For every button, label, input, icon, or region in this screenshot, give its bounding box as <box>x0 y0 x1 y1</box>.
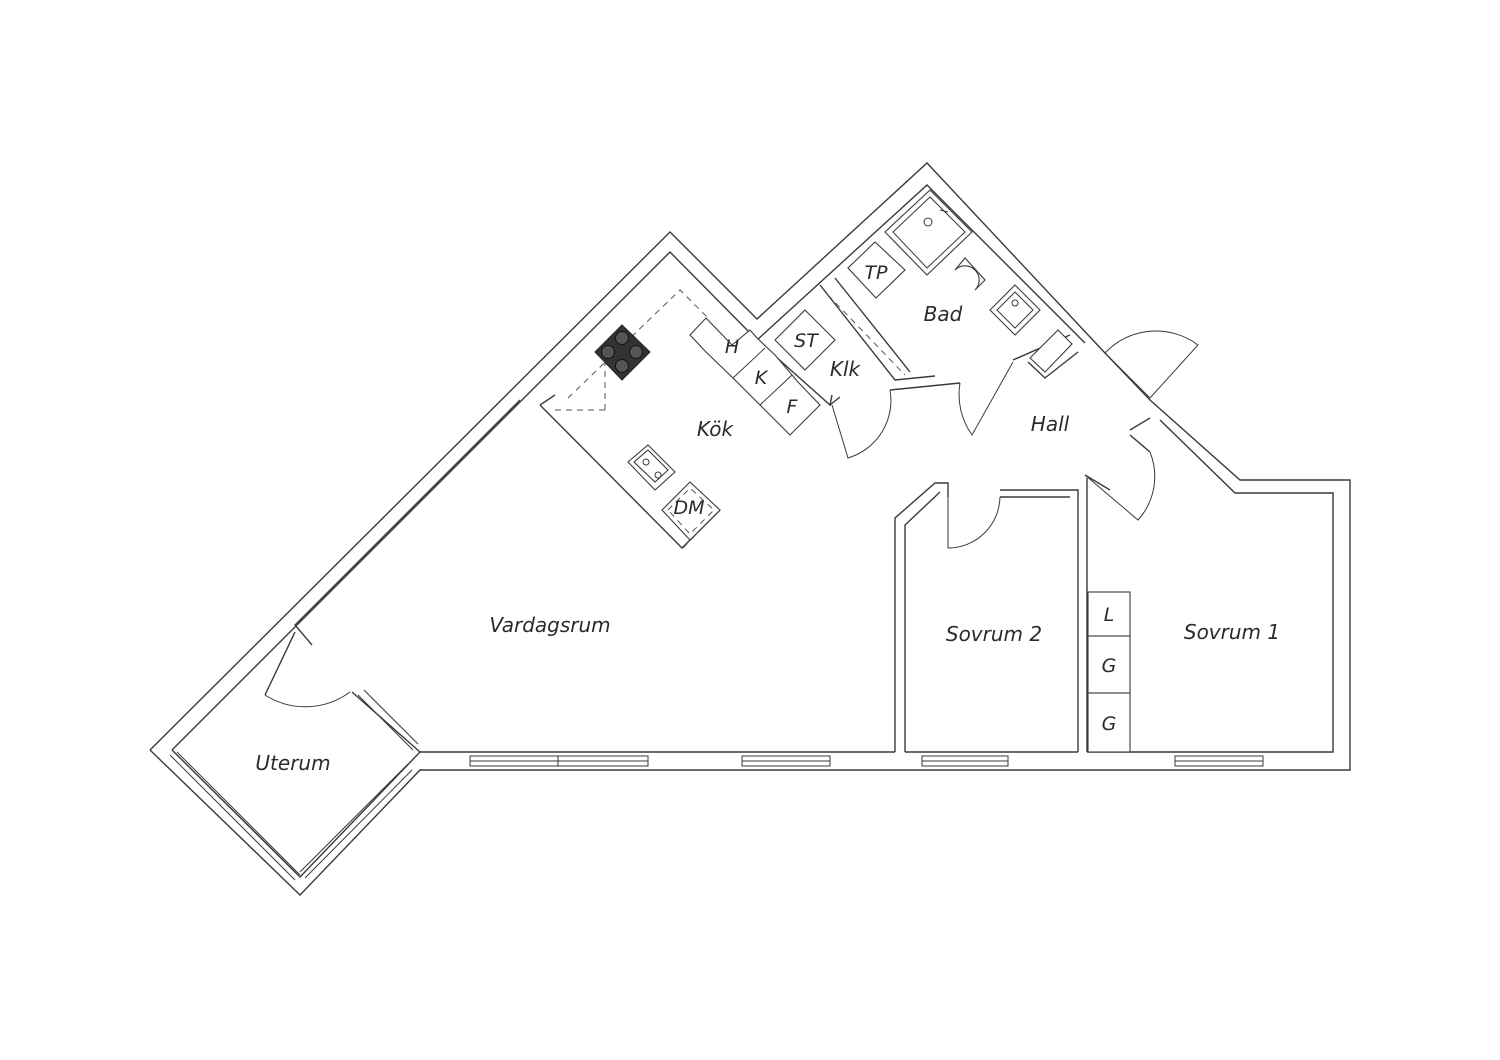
stove-icon <box>594 324 651 381</box>
fixture-label-tp: TP <box>864 262 888 284</box>
upper-cabinet-row <box>689 317 821 436</box>
window-uterum-right <box>304 769 413 879</box>
windows <box>169 689 1264 881</box>
room-label-sovrum-2: Sovrum 2 <box>946 622 1042 646</box>
room-labels: Vardagsrum Kök Klk Bad Hall Sovrum 1 Sov… <box>255 302 1280 775</box>
door-entrance <box>1104 330 1199 399</box>
toilet-icon <box>954 257 986 291</box>
dryer-cabinet-box <box>774 309 836 371</box>
bath-cabinet-box <box>1029 329 1073 373</box>
room-label-sovrum-1: Sovrum 1 <box>1184 620 1280 644</box>
tumble-dryer-box <box>847 241 906 299</box>
fixture-label-l: L <box>1104 604 1115 626</box>
fixture-label-g-2: G <box>1102 713 1117 735</box>
room-label-kok: Kök <box>697 417 735 441</box>
fixture-label-k: K <box>755 367 769 389</box>
wash-basin-icon <box>989 284 1041 336</box>
fixture-label-h: H <box>725 336 739 358</box>
door-bedroom-2 <box>947 496 1001 549</box>
sink-icon <box>627 444 676 491</box>
doors <box>264 330 1199 708</box>
door-bedroom-1 <box>1084 451 1156 521</box>
room-label-vardagsrum: Vardagsrum <box>489 613 610 637</box>
room-label-hall: Hall <box>1031 412 1070 436</box>
room-label-klk: Klk <box>830 357 862 381</box>
room-label-bad: Bad <box>924 302 963 326</box>
linen-cabinet-box <box>1087 591 1131 637</box>
door-klk <box>831 389 892 459</box>
wardrobe-group <box>1087 591 1131 753</box>
kitchen-fixtures <box>555 289 821 549</box>
interior-walls <box>264 277 1151 753</box>
wardrobe-box-1 <box>1087 635 1131 694</box>
window-uterum-left <box>169 754 296 881</box>
door-bad <box>958 361 1014 436</box>
fixture-label-dm: DM <box>673 497 704 519</box>
fixture-label-f: F <box>787 396 799 418</box>
fixture-label-st: ST <box>794 330 819 352</box>
room-label-uterum: Uterum <box>255 751 330 775</box>
bathroom-fixtures <box>847 189 1073 373</box>
shower-icon <box>884 189 973 276</box>
laundry-fixtures <box>774 294 906 376</box>
wardrobe-box-2 <box>1087 692 1131 753</box>
fixture-labels: H K F DM ST TP L G G <box>673 262 1116 735</box>
exterior-walls <box>149 162 1351 896</box>
fixture-label-g-1: G <box>1102 655 1117 677</box>
door-uterum <box>264 691 351 708</box>
dishwasher-box <box>661 481 721 541</box>
